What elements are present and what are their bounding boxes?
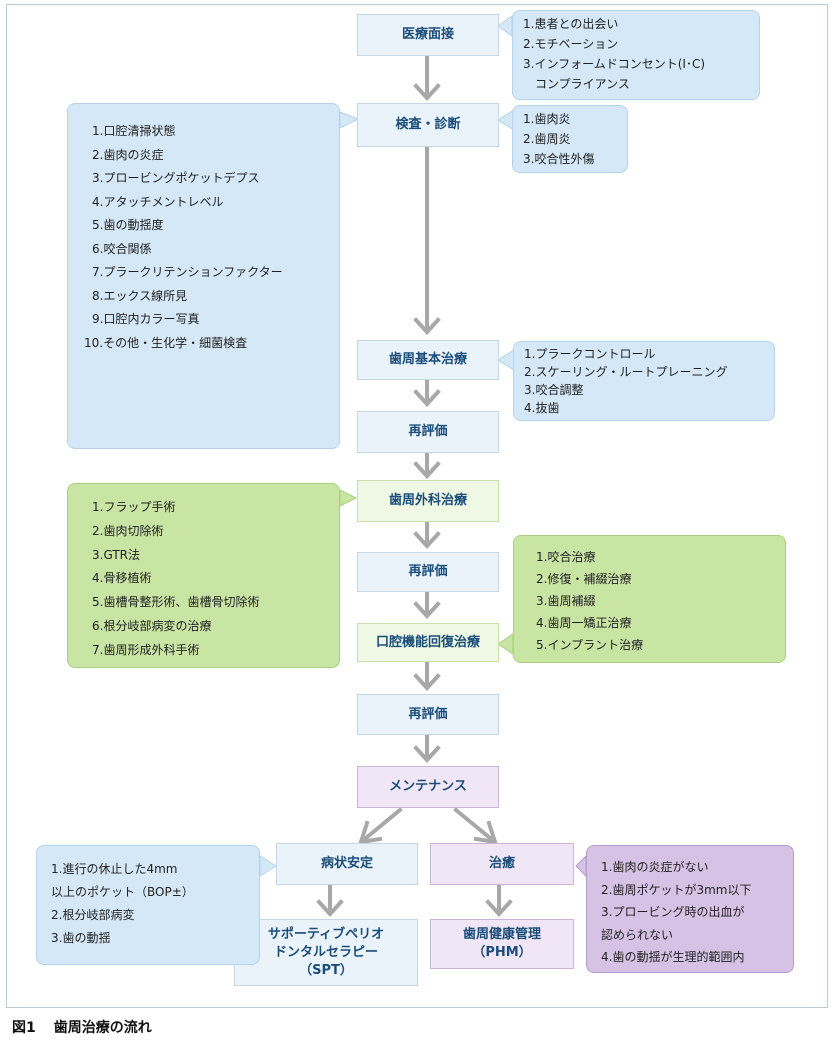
note-rehab-item: 5.インプラント治療 bbox=[536, 638, 644, 652]
note-exam-item: 3.プロービングポケットデプス bbox=[92, 171, 260, 185]
step-reevaluation-1-label: 再評価 bbox=[408, 424, 448, 439]
note-interview-item: コンプライアンス bbox=[523, 77, 630, 91]
note-treatment-item: 4.歯の動揺が生理的範囲内 bbox=[601, 950, 745, 964]
figure-caption: 図1 歯周治療の流れ bbox=[12, 1017, 170, 1037]
note-interview-item: 3.インフォームドコンセント(I･C) bbox=[523, 57, 706, 71]
note-surgery-item: 4.骨移植術 bbox=[92, 571, 152, 586]
note-rehab-items: 1.咬合治療 2.修復・補綴治療 3.歯周補綴 4.歯周一矯正治療 5.インプラ… bbox=[513, 535, 786, 663]
note-stable-item: 2.根分岐部病変 bbox=[51, 908, 135, 922]
note-surgery-items: 1.フラップ手術 2.歯肉切除術 3.GTR法 4.骨移植術 5.歯槽骨整形術、… bbox=[67, 483, 340, 668]
note-diagnosis-item: 1.歯肉炎 bbox=[523, 112, 571, 126]
step-spt-line-2: ドンタルセラピー bbox=[273, 944, 378, 960]
note-exam-item: 7.プラークリテンションファクター bbox=[92, 265, 283, 279]
note-surgery-item: 2.歯肉切除術 bbox=[92, 523, 164, 538]
note-stable-item: 以上のポケット（BOP±） bbox=[51, 885, 194, 899]
arrow-interview-exam bbox=[413, 54, 441, 101]
note-initial-item: 2.スケーリング・ルートプレーニング bbox=[524, 365, 728, 379]
note-surgery-item: 3.GTR法 bbox=[92, 547, 140, 562]
arrow-reeval-surgery bbox=[413, 451, 441, 479]
note-initial-item: 3.咬合調整 bbox=[524, 383, 584, 397]
note-exam-item: 9.口腔内カラー写真 bbox=[92, 312, 200, 326]
figure-caption-text: 歯周治療の流れ bbox=[53, 1020, 152, 1036]
step-medical-interview-label: 医療面接 bbox=[401, 27, 454, 42]
step-spt-line-3: （SPT） bbox=[299, 962, 353, 978]
arrow-rehab-reeval bbox=[413, 660, 441, 691]
note-exam-item: 1.口腔清掃状態 bbox=[92, 124, 176, 138]
step-reevaluation-1: 再評価 bbox=[357, 411, 499, 453]
step-stable-condition: 病状安定 bbox=[276, 843, 418, 885]
note-exam-items: 1.口腔清掃状態 2.歯肉の炎症 3.プロービングポケットデプス 4.アタッチメ… bbox=[67, 103, 340, 449]
note-initial-therapy: 1.プラークコントロール 2.スケーリング・ルートプレーニング 3.咬合調整 4… bbox=[513, 341, 775, 421]
note-stable-items: 1.進行の休止した4mm 以上のポケット（BOP±） 2.根分岐部病変 3.歯の… bbox=[36, 845, 260, 965]
step-phm-line-2: （PHM） bbox=[472, 945, 532, 960]
note-interview-item: 2.モチベーション bbox=[523, 37, 619, 51]
step-maintenance: メンテナンス bbox=[357, 766, 499, 808]
step-treatment-label: 治癒 bbox=[488, 856, 515, 871]
arrow-reeval-rehab bbox=[413, 590, 441, 619]
step-reevaluation-3-label: 再評価 bbox=[408, 706, 448, 722]
step-initial-therapy-label: 歯周基本治療 bbox=[388, 352, 467, 367]
step-exam-diagnosis-label: 検査・診断 bbox=[395, 117, 461, 132]
step-oral-rehabilitation: 口腔機能回復治療 bbox=[357, 623, 499, 662]
step-periodontal-surgery-label: 歯周外科治療 bbox=[388, 493, 467, 508]
step-stable-condition-label: 病状安定 bbox=[320, 856, 373, 871]
note-interview-item: 1.患者との出会い bbox=[523, 17, 619, 31]
step-oral-rehabilitation-label: 口腔機能回復治療 bbox=[375, 634, 480, 650]
arrow-exam-initial bbox=[413, 145, 441, 335]
note-exam-item: 2.歯肉の炎症 bbox=[92, 147, 164, 162]
note-stable-item: 3.歯の動揺 bbox=[51, 931, 111, 945]
note-surgery-item: 7.歯周形成外科手術 bbox=[92, 642, 200, 657]
arrow-maintenance-stable bbox=[358, 807, 403, 845]
note-rehab-item: 1.咬合治療 bbox=[536, 550, 596, 564]
note-treatment-item: 認められない bbox=[601, 927, 674, 942]
arrow-treatment-phm bbox=[485, 883, 513, 917]
step-phm-line-1: 歯周健康管理 bbox=[462, 927, 541, 942]
note-exam-item: 8.エックス線所見 bbox=[92, 288, 188, 303]
note-treatment-item: 3.プロービング時の出血が bbox=[601, 905, 745, 919]
note-rehab-item: 2.修復・補綴治療 bbox=[536, 572, 632, 586]
note-interview: 1.患者との出会い 2.モチベーション 3.インフォームドコンセント(I･C) … bbox=[512, 10, 760, 100]
step-periodontal-surgery: 歯周外科治療 bbox=[357, 480, 499, 522]
note-exam-item: 6.咬合関係 bbox=[92, 241, 152, 256]
step-exam-diagnosis: 検査・診断 bbox=[357, 103, 499, 147]
note-rehab-item: 4.歯周一矯正治療 bbox=[536, 616, 632, 630]
step-treatment: 治癒 bbox=[430, 843, 574, 885]
arrow-stable-spt bbox=[316, 883, 344, 917]
note-stable-item: 1.進行の休止した4mm bbox=[51, 862, 178, 876]
note-surgery-item: 5.歯槽骨整形術、歯槽骨切除術 bbox=[92, 595, 260, 610]
note-surgery-item: 1.フラップ手術 bbox=[92, 500, 176, 514]
note-treatment-item: 2.歯周ポケットが3mm以下 bbox=[601, 882, 752, 897]
note-treatment-item: 1.歯肉の炎症がない bbox=[601, 860, 709, 874]
note-exam-item: 10.その他・生化学・細菌検査 bbox=[84, 335, 248, 350]
step-reevaluation-2-label: 再評価 bbox=[408, 564, 448, 579]
note-initial-item: 4.抜歯 bbox=[524, 401, 560, 415]
step-reevaluation-3: 再評価 bbox=[357, 694, 499, 735]
arrow-maintenance-treatment bbox=[453, 807, 498, 845]
note-surgery-item: 6.根分岐部病変の治療 bbox=[92, 618, 212, 633]
step-spt-line-1: サポーティブペリオ bbox=[267, 926, 385, 942]
arrow-initial-reeval bbox=[413, 378, 441, 407]
note-diagnosis-item: 3.咬合性外傷 bbox=[523, 152, 595, 166]
arrow-reeval-maintenance bbox=[413, 733, 441, 763]
step-reevaluation-2: 再評価 bbox=[357, 552, 499, 592]
step-initial-therapy: 歯周基本治療 bbox=[357, 340, 499, 380]
figure-caption-label: 図1 bbox=[12, 1020, 36, 1036]
note-diagnosis-item: 2.歯周炎 bbox=[523, 132, 571, 146]
note-initial-item: 1.プラークコントロール bbox=[524, 347, 656, 361]
step-maintenance-label: メンテナンス bbox=[389, 779, 467, 794]
step-phm: 歯周健康管理 （PHM） bbox=[430, 919, 574, 969]
note-treatment-items: 1.歯肉の炎症がない 2.歯周ポケットが3mm以下 3.プロービング時の出血が … bbox=[586, 845, 794, 973]
step-spt: サポーティブペリオ ドンタルセラピー （SPT） bbox=[234, 919, 418, 986]
note-diagnosis: 1.歯肉炎 2.歯周炎 3.咬合性外傷 bbox=[512, 105, 628, 173]
step-medical-interview: 医療面接 bbox=[357, 14, 499, 56]
diagram-frame bbox=[6, 4, 828, 1008]
note-exam-item: 5.歯の動揺度 bbox=[92, 218, 164, 232]
note-rehab-item: 3.歯周補綴 bbox=[536, 594, 596, 608]
note-exam-item: 4.アタッチメントレベル bbox=[92, 194, 224, 209]
arrow-surgery-reeval bbox=[413, 520, 441, 549]
